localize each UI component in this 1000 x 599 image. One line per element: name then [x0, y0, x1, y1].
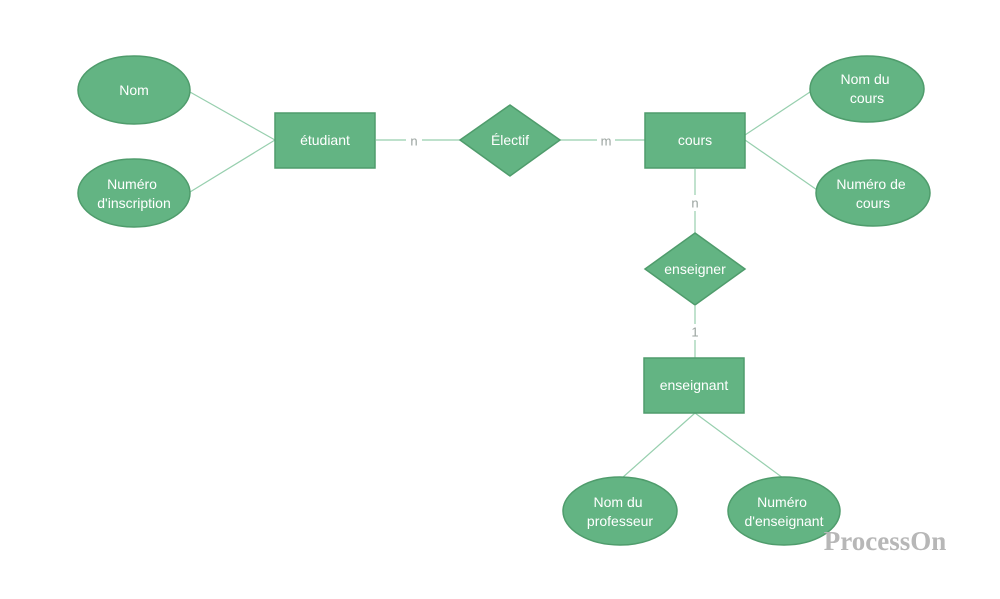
- attribute-numero-inscription-label: Numéro d'inscription: [97, 176, 171, 211]
- attribute-nom-label: Nom: [119, 82, 149, 98]
- entity-cours-label: cours: [678, 132, 712, 148]
- cardinality-enseigner-enseignant: 1: [691, 325, 698, 340]
- attribute-nom-du-cours-label: Nom du cours: [841, 71, 894, 106]
- entity-etudiant-label: étudiant: [300, 132, 350, 148]
- connector-cours-nom-du-cours: [744, 91, 811, 136]
- connector-enseignant-numero-enseignant: [694, 412, 784, 479]
- attribute-numero-enseignant-label: Numéro d'enseignant: [745, 494, 824, 529]
- attribute-nom-du-cours: Nom du cours: [809, 55, 925, 123]
- connectors: [189, 91, 821, 479]
- cardinality-cours-enseigner: n: [691, 196, 698, 211]
- cardinality-electif-cours: m: [601, 134, 612, 149]
- attribute-numero-inscription: Numéro d'inscription: [77, 158, 191, 228]
- attribute-nom: Nom: [77, 55, 191, 125]
- entity-etudiant: étudiant: [274, 112, 376, 169]
- processon-watermark: ProcessOn: [824, 526, 947, 556]
- relationship-enseigner: enseigner: [643, 232, 747, 306]
- attribute-numero-de-cours-label: Numéro de cours: [836, 176, 909, 211]
- relationship-enseigner-label: enseigner: [664, 261, 726, 277]
- relationship-electif-label: Électif: [491, 132, 529, 148]
- relationship-electif: Électif: [458, 104, 562, 177]
- connector-nom-etudiant: [189, 91, 276, 141]
- attribute-numero-enseignant: Numéro d'enseignant: [727, 476, 841, 546]
- connector-enseignant-nom-du-professeur: [621, 412, 696, 479]
- entity-enseignant: enseignant: [643, 357, 745, 414]
- connector-cours-numero-de-cours: [744, 139, 821, 193]
- cardinality-etudiant-electif: n: [410, 134, 417, 149]
- entity-enseignant-label: enseignant: [660, 377, 729, 393]
- attribute-nom-du-professeur-label: Nom du professeur: [587, 494, 653, 529]
- cardinalities: n m n 1: [406, 133, 702, 340]
- entity-cours: cours: [644, 112, 746, 169]
- connector-numero-inscription-etudiant: [189, 139, 276, 193]
- attribute-numero-de-cours: Numéro de cours: [815, 159, 931, 227]
- attribute-nom-du-professeur: Nom du professeur: [562, 476, 678, 546]
